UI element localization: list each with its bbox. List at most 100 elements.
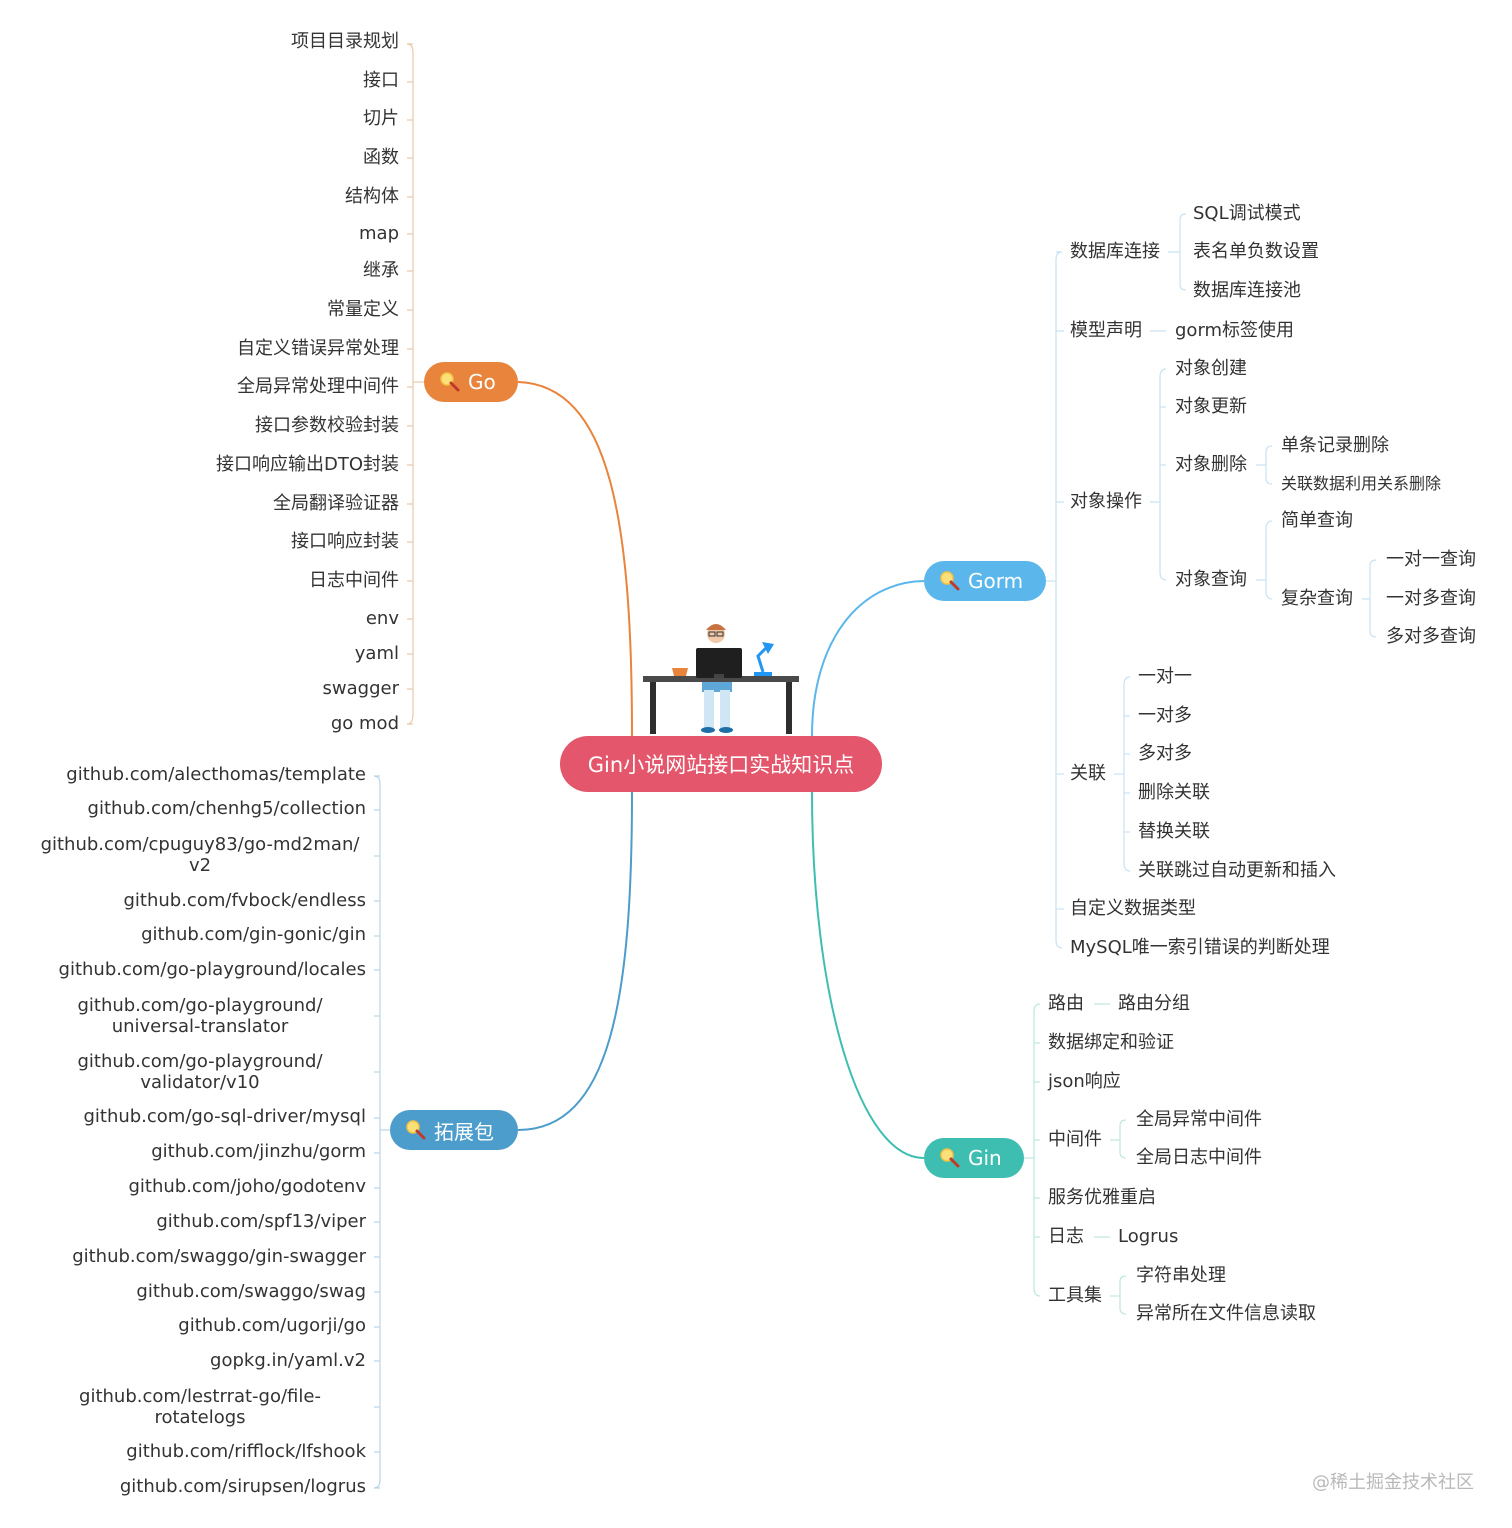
ext-connector xyxy=(517,791,633,1131)
branch-go[interactable]: Go xyxy=(424,362,518,402)
gin-connector xyxy=(811,791,925,1159)
ext-item[interactable]: github.com/lestrrat-go/file- rotatelogs xyxy=(79,1386,321,1428)
gorm-obj-query[interactable]: 对象查询 xyxy=(1175,569,1247,590)
ext-item[interactable]: github.com/chenhg5/collection xyxy=(87,798,366,819)
magnifier-icon xyxy=(938,569,962,593)
go-item[interactable]: 常量定义 xyxy=(327,299,399,320)
branch-ext-label: 拓展包 xyxy=(434,1119,494,1144)
gorm-complex-child[interactable]: 一对多查询 xyxy=(1386,588,1476,609)
go-item[interactable]: go mod xyxy=(330,713,399,734)
go-item[interactable]: map xyxy=(359,223,399,244)
go-item[interactable]: swagger xyxy=(322,678,399,699)
gorm-assoc-child[interactable]: 删除关联 xyxy=(1138,782,1210,803)
go-item[interactable]: 全局翻译验证器 xyxy=(273,493,399,514)
branch-gorm[interactable]: Gorm xyxy=(924,561,1046,601)
go-item[interactable]: env xyxy=(365,608,399,629)
gorm-assoc[interactable]: 关联 xyxy=(1070,763,1106,784)
central-topic-label: Gin小说网站接口实战知识点 xyxy=(587,753,855,777)
gorm-connector xyxy=(811,580,925,737)
branch-ext[interactable]: 拓展包 xyxy=(390,1110,518,1150)
ext-item[interactable]: github.com/go-playground/locales xyxy=(58,959,366,980)
central-topic[interactable]: Gin小说网站接口实战知识点 xyxy=(560,736,882,792)
gin-middleware[interactable]: 中间件 xyxy=(1048,1129,1102,1150)
gorm-obj-create[interactable]: 对象创建 xyxy=(1175,358,1247,379)
go-item[interactable]: 切片 xyxy=(363,108,399,129)
gorm-obj-query-simple[interactable]: 简单查询 xyxy=(1281,510,1353,531)
go-item[interactable]: 接口响应输出DTO封装 xyxy=(215,454,399,475)
ext-item[interactable]: github.com/joho/godotenv xyxy=(128,1176,366,1197)
ext-item[interactable]: github.com/swaggo/gin-swagger xyxy=(72,1246,366,1267)
branch-gorm-label: Gorm xyxy=(968,569,1024,593)
ext-item[interactable]: github.com/jinzhu/gorm xyxy=(151,1141,366,1162)
go-item[interactable]: 结构体 xyxy=(345,186,399,207)
person-at-desk-illustration xyxy=(643,624,799,734)
ext-item[interactable]: github.com/spf13/viper xyxy=(156,1211,366,1232)
gin-binding[interactable]: 数据绑定和验证 xyxy=(1048,1032,1174,1053)
branch-go-label: Go xyxy=(468,370,496,394)
gorm-custom-type[interactable]: 自定义数据类型 xyxy=(1070,898,1196,919)
gorm-complex-child[interactable]: 多对多查询 xyxy=(1386,626,1476,647)
ext-item[interactable]: github.com/swaggo/swag xyxy=(136,1281,366,1302)
ext-item[interactable]: github.com/alecthomas/template xyxy=(66,764,366,785)
go-item[interactable]: 接口 xyxy=(363,70,399,91)
magnifier-icon xyxy=(438,370,462,394)
go-item[interactable]: 项目目录规划 xyxy=(291,31,399,52)
gorm-mysql-err[interactable]: MySQL唯一索引错误的判断处理 xyxy=(1070,937,1330,958)
magnifier-icon xyxy=(938,1146,962,1170)
go-connector xyxy=(517,381,633,737)
gin-json[interactable]: json响应 xyxy=(1048,1071,1121,1092)
gorm-complex-child[interactable]: 一对一查询 xyxy=(1386,549,1476,570)
ext-item[interactable]: github.com/go-playground/ validator/v10 xyxy=(77,1051,323,1093)
branch-gin[interactable]: Gin xyxy=(924,1138,1024,1178)
go-item[interactable]: 函数 xyxy=(363,147,399,168)
gin-tools-child[interactable]: 字符串处理 xyxy=(1136,1265,1226,1286)
gorm-obj-update[interactable]: 对象更新 xyxy=(1175,396,1247,417)
watermark: @稀土掘金技术社区 xyxy=(1312,1472,1474,1493)
gorm-obj-delete[interactable]: 对象删除 xyxy=(1175,454,1247,475)
gorm-db-conn-child[interactable]: 数据库连接池 xyxy=(1193,280,1301,301)
gorm-assoc-child[interactable]: 多对多 xyxy=(1138,743,1192,764)
gorm-assoc-child[interactable]: 关联跳过自动更新和插入 xyxy=(1138,860,1336,881)
gin-log-child[interactable]: Logrus xyxy=(1118,1226,1179,1247)
branch-gin-label: Gin xyxy=(968,1146,1002,1170)
ext-item[interactable]: github.com/go-playground/ universal-tran… xyxy=(77,995,323,1037)
gorm-db-conn-child[interactable]: 表名单负数设置 xyxy=(1193,241,1319,262)
gin-middleware-child[interactable]: 全局日志中间件 xyxy=(1136,1147,1262,1168)
gorm-db-conn[interactable]: 数据库连接 xyxy=(1070,241,1160,262)
gorm-obj-ops[interactable]: 对象操作 xyxy=(1070,491,1142,512)
ext-item[interactable]: github.com/sirupsen/logrus xyxy=(119,1476,366,1497)
go-item[interactable]: 自定义错误异常处理 xyxy=(237,338,399,359)
gorm-db-conn-child[interactable]: SQL调试模式 xyxy=(1193,203,1301,224)
gin-router-child[interactable]: 路由分组 xyxy=(1118,993,1190,1014)
go-item[interactable]: 日志中间件 xyxy=(309,570,399,591)
gin-log[interactable]: 日志 xyxy=(1048,1226,1084,1247)
gorm-obj-query-complex[interactable]: 复杂查询 xyxy=(1281,588,1353,609)
go-item[interactable]: yaml xyxy=(354,643,399,664)
gorm-obj-delete-child[interactable]: 关联数据利用关系删除 xyxy=(1281,474,1442,493)
go-item[interactable]: 接口参数校验封装 xyxy=(255,415,399,436)
gin-router[interactable]: 路由 xyxy=(1048,993,1084,1014)
ext-item[interactable]: github.com/cpuguy83/go-md2man/ v2 xyxy=(40,834,360,876)
ext-item[interactable]: github.com/go-sql-driver/mysql xyxy=(83,1106,366,1127)
gin-graceful[interactable]: 服务优雅重启 xyxy=(1048,1187,1156,1208)
go-item[interactable]: 接口响应封装 xyxy=(291,531,399,552)
gin-tools[interactable]: 工具集 xyxy=(1048,1285,1102,1306)
gorm-assoc-child[interactable]: 一对一 xyxy=(1138,666,1192,687)
go-item[interactable]: 全局异常处理中间件 xyxy=(237,376,399,397)
gin-middleware-child[interactable]: 全局异常中间件 xyxy=(1136,1109,1262,1130)
magnifier-icon xyxy=(404,1118,428,1142)
gorm-assoc-child[interactable]: 替换关联 xyxy=(1138,821,1210,842)
gin-tools-child[interactable]: 异常所在文件信息读取 xyxy=(1136,1303,1316,1324)
gorm-model[interactable]: 模型声明 xyxy=(1070,320,1142,341)
ext-item[interactable]: gopkg.in/yaml.v2 xyxy=(210,1350,366,1371)
gorm-assoc-child[interactable]: 一对多 xyxy=(1138,705,1192,726)
ext-item[interactable]: github.com/ugorji/go xyxy=(178,1315,366,1336)
go-item[interactable]: 继承 xyxy=(363,260,399,281)
ext-item[interactable]: github.com/fvbock/endless xyxy=(123,890,366,911)
ext-item[interactable]: github.com/gin-gonic/gin xyxy=(141,924,366,945)
gorm-model-child[interactable]: gorm标签使用 xyxy=(1175,320,1295,341)
ext-item[interactable]: github.com/rifflock/lfshook xyxy=(126,1441,366,1462)
gorm-obj-delete-child[interactable]: 单条记录删除 xyxy=(1281,435,1389,456)
